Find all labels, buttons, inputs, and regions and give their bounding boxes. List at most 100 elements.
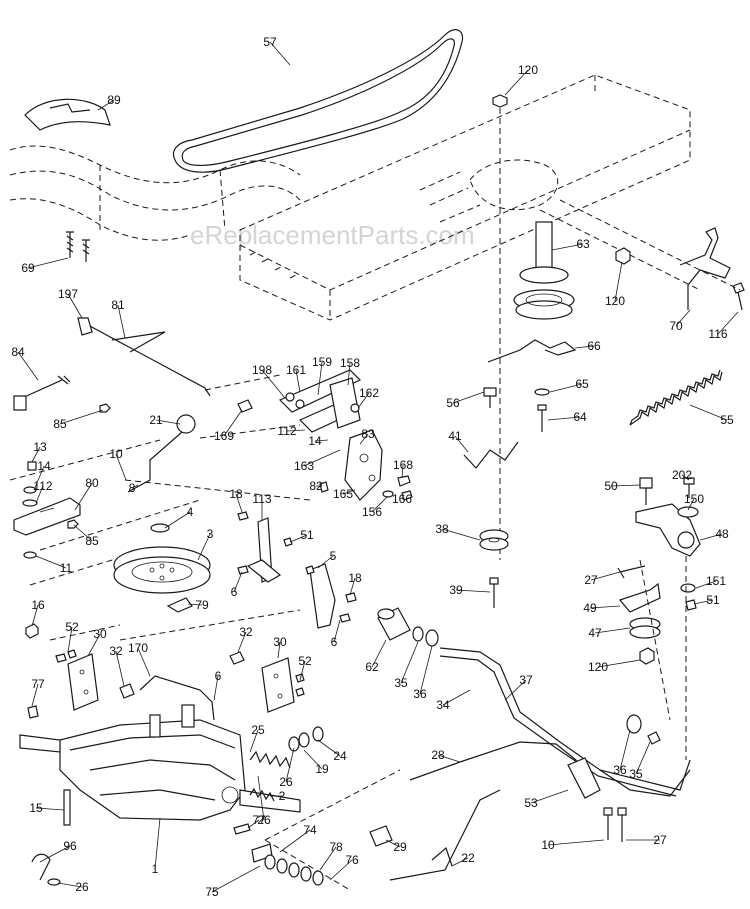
callout-label: 29 — [393, 840, 407, 854]
washer-65 — [534, 388, 550, 396]
leader-line — [233, 571, 243, 593]
leader-line — [551, 243, 584, 251]
callout-label: 112 — [33, 479, 52, 493]
leader-line — [347, 362, 351, 386]
leader-line — [289, 534, 308, 543]
leader-line — [73, 524, 93, 542]
callout-label: 28 — [431, 748, 445, 762]
callout-label: 66 — [587, 339, 601, 353]
callout-label: 202 — [672, 468, 692, 482]
leader-line — [299, 660, 306, 681]
callout-label: 1 — [152, 862, 159, 876]
leader-line — [261, 369, 286, 399]
callout-label: 21 — [149, 413, 163, 427]
callout-label: 6 — [331, 635, 338, 649]
callout-label: 57 — [263, 35, 277, 49]
leader-line — [137, 647, 151, 677]
leader-line — [401, 497, 405, 500]
callout-label: 79 — [195, 598, 209, 612]
knob-21 — [127, 414, 196, 493]
callout-label: 62 — [365, 660, 379, 674]
callout-label: 36 — [613, 763, 627, 777]
callout-label: 26 — [257, 813, 271, 827]
leader-line — [385, 839, 401, 848]
callout-label: 10 — [541, 838, 555, 852]
washer-26-bottom — [47, 878, 61, 886]
callout-label: 116 — [708, 327, 727, 341]
cone-79 — [166, 597, 193, 613]
callout-label: 39 — [449, 583, 463, 597]
link-assembly — [278, 369, 362, 433]
leader-line — [574, 345, 595, 349]
leader-line — [594, 627, 631, 634]
callout-label: 77 — [252, 813, 266, 827]
leader-line — [117, 304, 126, 339]
watermark: eReplacementParts.com — [190, 220, 475, 250]
leader-line — [59, 409, 104, 425]
leader-line — [342, 489, 356, 495]
callout-label: 35 — [629, 767, 643, 781]
washer-151 — [680, 583, 696, 593]
plate-30-left — [67, 653, 99, 711]
callout-label: 82 — [309, 479, 323, 493]
callout-label: 26 — [75, 880, 89, 894]
leader-line — [317, 739, 341, 757]
leader-line — [451, 857, 469, 867]
leader-line — [74, 482, 93, 511]
callout-label: 85 — [85, 534, 99, 548]
bolt-169 — [237, 399, 253, 413]
callout-label: 112 — [277, 424, 296, 438]
leader-line — [635, 741, 651, 775]
callout-label: 11 — [60, 561, 73, 575]
leader-line — [164, 511, 191, 529]
leader-line — [695, 580, 717, 589]
leader-line — [454, 435, 469, 453]
callout-label: 51 — [706, 593, 720, 607]
pulley-38 — [479, 529, 509, 551]
callout-label: 38 — [435, 522, 449, 536]
small-parts-168-166-156 — [319, 475, 413, 501]
bolt-56 — [483, 387, 497, 408]
leader-line — [87, 633, 101, 657]
leader-line — [333, 619, 341, 643]
leader-line — [115, 453, 127, 481]
leader-line — [235, 493, 243, 513]
callout-label: 24 — [333, 749, 347, 763]
leader-line — [31, 683, 39, 707]
bolts-18-6-51 — [237, 511, 357, 623]
washers-75-78-76 — [264, 854, 324, 886]
callout-label: 198 — [252, 363, 272, 377]
callout-label: 89 — [107, 93, 121, 107]
callout-label: 170 — [128, 641, 148, 655]
leader-line — [187, 603, 203, 606]
bracket-83 — [344, 429, 383, 501]
spring-25 — [249, 750, 291, 769]
callout-label: 165 — [333, 487, 353, 501]
callout-label: 55 — [720, 413, 734, 427]
callout-label: 3 — [207, 527, 214, 541]
leader-line — [249, 729, 259, 753]
callout-label: 166 — [392, 492, 412, 506]
leader-line — [27, 257, 69, 269]
callout-label: 27 — [584, 573, 598, 587]
leader-line — [455, 589, 491, 593]
pulley-3 — [113, 546, 211, 594]
leader-line — [504, 69, 529, 96]
leader-line — [197, 533, 211, 561]
plate-30-right — [261, 657, 295, 713]
leader-line — [590, 571, 621, 581]
leader-line — [400, 641, 419, 684]
callout-label: 120 — [518, 63, 538, 77]
leader-line — [35, 485, 44, 504]
callout-label: 168 — [393, 458, 413, 472]
leader-line — [614, 261, 623, 302]
pulley-63 — [513, 221, 575, 320]
callout-label: 30 — [93, 627, 107, 641]
leader-line — [247, 819, 260, 829]
callout-label: 158 — [340, 356, 360, 370]
arm-53 — [599, 769, 691, 797]
leader-line — [610, 484, 641, 487]
leader-line — [687, 498, 695, 511]
